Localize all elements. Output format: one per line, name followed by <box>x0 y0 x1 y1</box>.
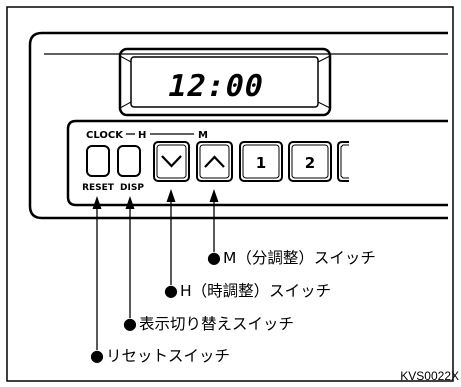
control-panel <box>66 119 448 207</box>
h-button[interactable] <box>153 141 190 182</box>
head-unit-body <box>28 31 448 220</box>
chevron-down-icon <box>161 155 182 168</box>
disp-label: DISP <box>120 183 144 193</box>
m-switch-label: M（分調整）スイッチ <box>222 249 376 267</box>
preset-2-button[interactable] <box>288 141 332 182</box>
h-switch-callout: ●H（時調整）スイッチ <box>164 283 331 300</box>
chevron-up-icon <box>204 155 225 168</box>
h-switch-label: H（時調整）スイッチ <box>179 282 332 300</box>
reset-button[interactable] <box>86 145 110 177</box>
outer-border <box>6 6 454 382</box>
preset-2-label: 2 <box>305 154 315 172</box>
h-switch-arrow <box>166 189 176 285</box>
reset-switch-callout: ●リセットスイッチ <box>90 348 230 365</box>
clock-label: CLOCK <box>86 130 124 141</box>
m-label: M <box>198 130 208 141</box>
disp-button[interactable] <box>117 145 141 177</box>
h-label: H <box>138 130 146 141</box>
m-switch-callout: ●M（分調整）スイッチ <box>207 250 376 267</box>
disp-switch-label: 表示切り替えスイッチ <box>138 315 294 333</box>
m-button[interactable] <box>196 141 233 182</box>
bullet-icon: ● <box>90 346 104 365</box>
clock-display: 12:00 <box>118 47 332 117</box>
reset-switch-label: リセットスイッチ <box>105 347 230 365</box>
reset-switch-arrow <box>92 196 102 350</box>
preset-1-label: 1 <box>256 154 266 172</box>
preset-1-button[interactable] <box>239 141 283 182</box>
reset-label: RESET <box>82 183 115 193</box>
bullet-icon: ● <box>207 248 221 267</box>
disp-switch-arrow <box>125 196 135 318</box>
figure-code: KVS0022X <box>400 369 459 383</box>
clock-time: 12:00 <box>165 69 268 104</box>
preset-3-button-partial[interactable] <box>337 141 349 182</box>
disp-switch-callout: ●表示切り替えスイッチ <box>123 316 294 333</box>
bullet-icon: ● <box>123 314 137 333</box>
bullet-icon: ● <box>164 281 178 300</box>
m-switch-arrow <box>209 189 219 252</box>
